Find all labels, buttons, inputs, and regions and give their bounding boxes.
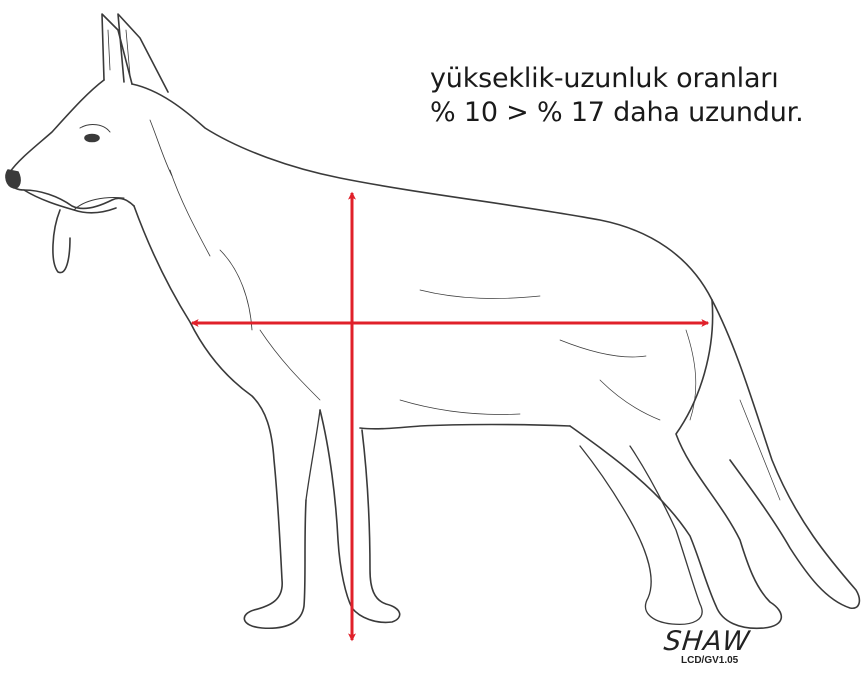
dog-back bbox=[131, 83, 713, 301]
dog-hind-leg bbox=[569, 299, 783, 630]
measurement-arrows bbox=[190, 191, 710, 642]
caption-line-1: yükseklik-uzunluk oranları bbox=[430, 63, 779, 94]
caption-line-2: % 10 > % 17 daha uzundur. bbox=[430, 97, 804, 128]
dog-nose bbox=[5, 169, 21, 189]
dog-ear-right bbox=[117, 13, 169, 93]
dog-tongue bbox=[52, 209, 71, 274]
dog-ear-left bbox=[101, 13, 133, 85]
proportion-caption: yükseklik-uzunluk oranları % 10 > % 17 d… bbox=[430, 62, 804, 130]
dog-head bbox=[8, 79, 135, 210]
artist-code: LCD/GV1.05 bbox=[681, 655, 739, 666]
dog-tail bbox=[711, 299, 861, 610]
dog-front-leg bbox=[319, 409, 401, 624]
dog-belly bbox=[359, 423, 571, 430]
dog-illustration bbox=[5, 13, 861, 630]
dog-mouth bbox=[23, 189, 117, 214]
artist-signature: SHAW bbox=[662, 626, 752, 657]
dog-eye bbox=[84, 133, 100, 143]
dog-chest bbox=[133, 205, 307, 630]
